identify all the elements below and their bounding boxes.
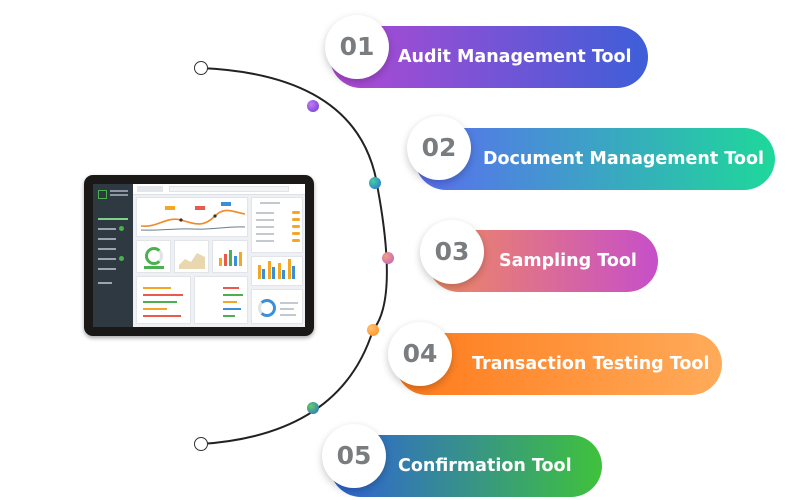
arc-node-5 — [307, 402, 319, 414]
step-3-number: 03 — [434, 237, 470, 266]
step-5-label: Confirmation Tool — [398, 456, 572, 476]
step-4-number-badge: 04 — [388, 322, 452, 386]
step-5-number: 05 — [336, 441, 372, 470]
arc-node-2 — [369, 177, 381, 189]
step-3-pill: Sampling Tool — [428, 230, 658, 292]
step-1-label: Audit Management Tool — [398, 47, 632, 67]
tablet-dashboard-image — [84, 175, 314, 336]
dashboard-screen — [93, 184, 305, 327]
step-4-number: 04 — [402, 339, 438, 368]
step-2-number-badge: 02 — [407, 116, 471, 180]
step-5-number-badge: 05 — [322, 424, 386, 488]
step-2-label: Document Management Tool — [483, 149, 764, 169]
dashboard-sidebar — [93, 184, 133, 327]
arc-start-point — [194, 61, 208, 75]
arc-node-3 — [382, 252, 394, 264]
step-1-number: 01 — [339, 32, 375, 61]
step-3-number-badge: 03 — [420, 220, 484, 284]
step-4-label: Transaction Testing Tool — [472, 354, 710, 374]
step-3-label: Sampling Tool — [499, 251, 637, 271]
arc-node-1 — [307, 100, 319, 112]
step-2-number: 02 — [421, 133, 457, 162]
step-2-pill: Document Management Tool — [415, 128, 775, 190]
arc-end-point — [194, 437, 208, 451]
arc-node-4 — [367, 324, 379, 336]
step-1-number-badge: 01 — [325, 15, 389, 79]
